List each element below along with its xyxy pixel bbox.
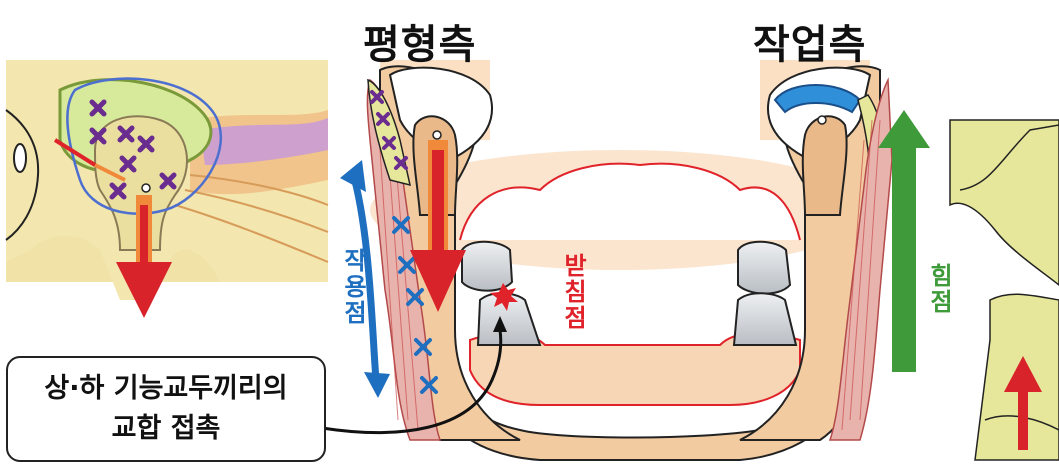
working-side-inset [950, 120, 1059, 460]
working-side-title: 작업측 [753, 12, 866, 70]
callout-line-1: 상·하 기능교두끼리의 [44, 369, 287, 409]
working-side-molars [734, 242, 796, 345]
action-point-label: 작용점 [336, 248, 371, 326]
occlusal-contact-callout: 상·하 기능교두끼리의 교합 접촉 [6, 356, 326, 462]
callout-line-2: 교합 접촉 [112, 409, 221, 449]
fulcrum-label: 받침점 [556, 253, 591, 331]
tmj-detail-inset [6, 60, 328, 318]
effort-point-label: 힘점 [922, 263, 957, 315]
skull-cross-section [367, 60, 892, 460]
balancing-side-title: 평형측 [363, 12, 476, 70]
